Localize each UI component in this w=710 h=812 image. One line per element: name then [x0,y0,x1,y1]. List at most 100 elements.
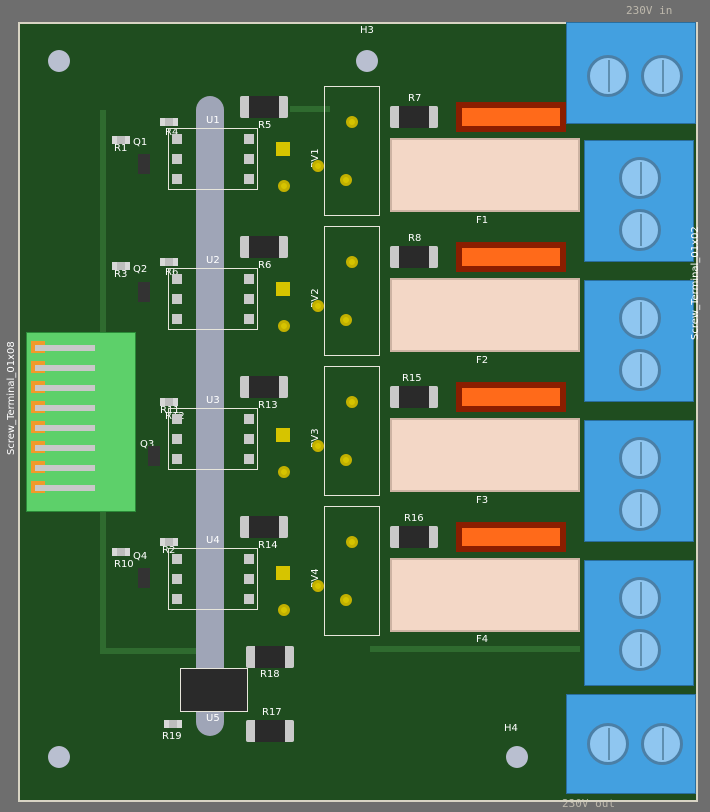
pad [278,180,290,192]
label-r13: R13 [258,400,278,411]
terminal-lead [35,425,95,431]
label-r6: R6 [258,260,272,271]
pad [244,554,254,564]
pad [172,294,182,304]
terminal-lead [35,465,95,471]
label-screw-terminal-1x08: Screw_Terminal_01x08 [6,341,17,455]
label-f2: F2 [476,355,489,366]
resistor-r18 [246,646,294,668]
label-r8: R8 [408,233,422,244]
pad [346,536,358,548]
pad [312,440,324,452]
label-230v-in: 230V in [626,4,673,17]
label-r18: R18 [260,669,280,680]
mount-hole-bottom-left [48,746,70,768]
optocoupler-u1 [168,128,258,190]
mount-hole-top-left [48,50,70,72]
pad [244,134,254,144]
smd-resistor [112,262,130,270]
pad [244,294,254,304]
ic-u5 [180,668,248,712]
label-r19: R19 [162,731,182,742]
pad [172,314,182,324]
label-h3: H3 [360,25,374,36]
label-r5: R5 [258,120,272,131]
pad [244,594,254,604]
pad [278,466,290,478]
terminal-230v-in [566,22,696,124]
pad [312,300,324,312]
pad [172,414,182,424]
mount-hole-h4 [506,746,528,768]
screw-icon [619,157,661,199]
transistor-q2 [138,282,150,302]
label-screw-terminal-1x02: Screw_Terminal_01x02 [690,226,701,340]
resistor-r15 [390,386,438,408]
pad [172,454,182,464]
varistor-rv1 [324,86,380,216]
transistor-q3 [148,446,160,466]
label-r15: R15 [402,373,422,384]
relay-f4 [390,558,580,632]
screw-icon [641,55,683,97]
label-r7: R7 [408,93,422,104]
pad [172,554,182,564]
resistor-r7 [390,106,438,128]
label-u1: U1 [206,115,220,126]
label-f1: F1 [476,215,489,226]
transistor-q1 [138,154,150,174]
mount-hole-h3 [356,50,378,72]
label-r6-in: R6 [165,267,179,278]
pad [340,454,352,466]
screw-icon [587,55,629,97]
smd-resistor [160,118,178,126]
optocoupler-u3 [168,408,258,470]
label-h4: H4 [504,723,518,734]
terminal-ch2 [584,280,694,402]
relay-f3 [390,418,580,492]
label-r14: R14 [258,540,278,551]
pad [278,604,290,616]
smd-resistor [164,720,182,728]
label-r10: R10 [114,559,134,570]
terminal-lead [35,365,95,371]
track [370,646,580,652]
pad [346,256,358,268]
pad [172,154,182,164]
label-r16: R16 [404,513,424,524]
pad [244,434,254,444]
screw-icon [619,297,661,339]
pad [276,142,290,156]
label-q1: Q1 [133,137,148,148]
smd-resistor [160,538,178,546]
pad [172,274,182,284]
varistor-rv2 [324,226,380,356]
relay-f1 [390,138,580,212]
label-r3: R3 [114,269,128,280]
smd-resistor [160,258,178,266]
resistor-r8 [390,246,438,268]
fuse-holder-f4 [456,522,566,552]
screw-icon [641,723,683,765]
resistor-r14 [240,516,288,538]
label-r17: R17 [262,707,282,718]
label-u3: U3 [206,395,220,406]
label-r11: R11 [160,405,180,416]
label-230v-out: 230V out [562,797,615,810]
pad [244,454,254,464]
pad [244,414,254,424]
label-q4: Q4 [133,551,148,562]
pad [346,116,358,128]
resistor-r13 [240,376,288,398]
label-f3: F3 [476,495,489,506]
screw-icon [619,489,661,531]
screw-icon [619,577,661,619]
pad [276,428,290,442]
fuse-holder-f3 [456,382,566,412]
pad [312,580,324,592]
label-u2: U2 [206,255,220,266]
screw-icon [619,349,661,391]
pad [244,154,254,164]
pad [276,282,290,296]
fuse-holder-f1 [456,102,566,132]
